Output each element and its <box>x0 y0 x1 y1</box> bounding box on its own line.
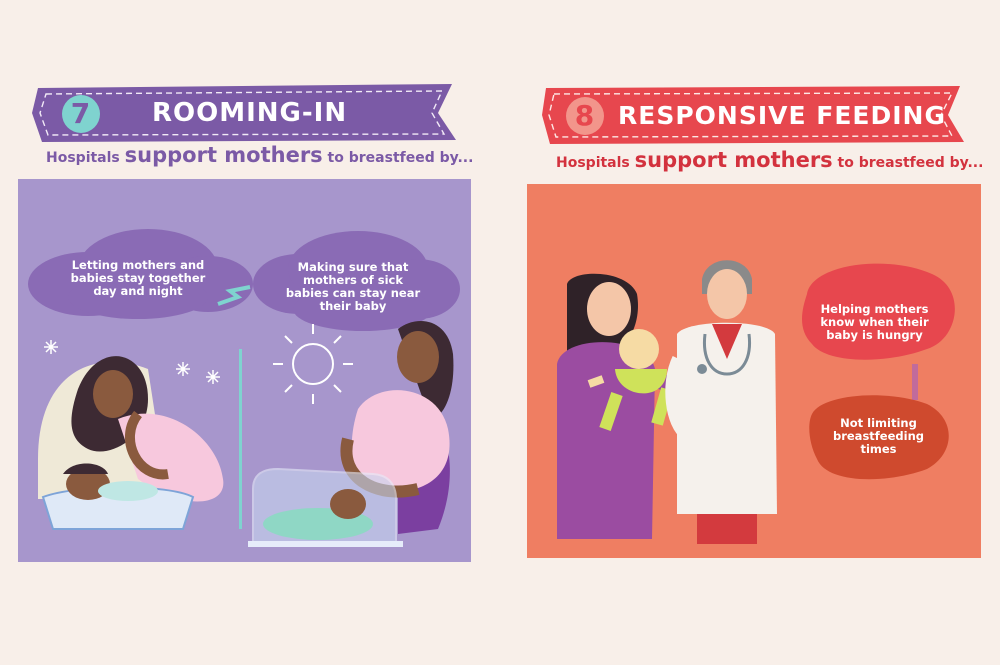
bubble-text-feeding-times: Not limiting breastfeeding times <box>832 416 924 456</box>
bubble-text-rooming-together: Letting mothers and babies stay together… <box>70 258 206 298</box>
step-number-badge <box>62 95 100 133</box>
responsive-feeding-title: RESPONSIVE FEEDING <box>618 101 946 130</box>
step-number: 7 <box>70 97 92 130</box>
responsive-feeding-banner <box>542 86 964 144</box>
connector <box>912 364 918 400</box>
sun-doodle-icon <box>273 324 353 404</box>
incubator-illustration <box>248 467 403 547</box>
bubble-hungry-cues <box>802 263 955 360</box>
responsive-feeding-subtitle: Hospitals support mothers to breastfeed … <box>556 148 984 172</box>
rooming-in-illustration-panel: Letting mothers and babies stay together… <box>18 179 471 562</box>
cloud-bubble-2 <box>253 231 460 331</box>
step-number-badge <box>566 97 604 135</box>
sparkle-icon <box>44 340 220 384</box>
responsive-feeding-illustration-panel: Helping mothers know when their baby is … <box>527 184 981 558</box>
bubble-text-hungry-cues: Helping mothers know when their baby is … <box>820 302 929 342</box>
rooming-in-illustration <box>28 229 460 547</box>
doctor-illustration <box>665 260 777 544</box>
zigzag-decoration <box>217 285 251 306</box>
divider <box>239 349 242 529</box>
baby-illustration <box>587 329 684 431</box>
bubble-text-sick-babies: Making sure that mothers of sick babies … <box>285 260 421 313</box>
rooming-in-title: ROOMING-IN <box>152 98 348 128</box>
step-number: 8 <box>574 99 596 132</box>
rooming-in-banner <box>32 84 456 142</box>
mother-in-bed-illustration <box>38 356 224 502</box>
bubble-feeding-times <box>809 395 949 480</box>
bassinet-left-illustration <box>41 463 195 530</box>
rooming-in-subtitle: Hospitals support mothers to breastfeed … <box>46 143 474 167</box>
mother-in-chair-illustration <box>340 321 454 534</box>
responsive-feeding-illustration <box>557 260 955 544</box>
